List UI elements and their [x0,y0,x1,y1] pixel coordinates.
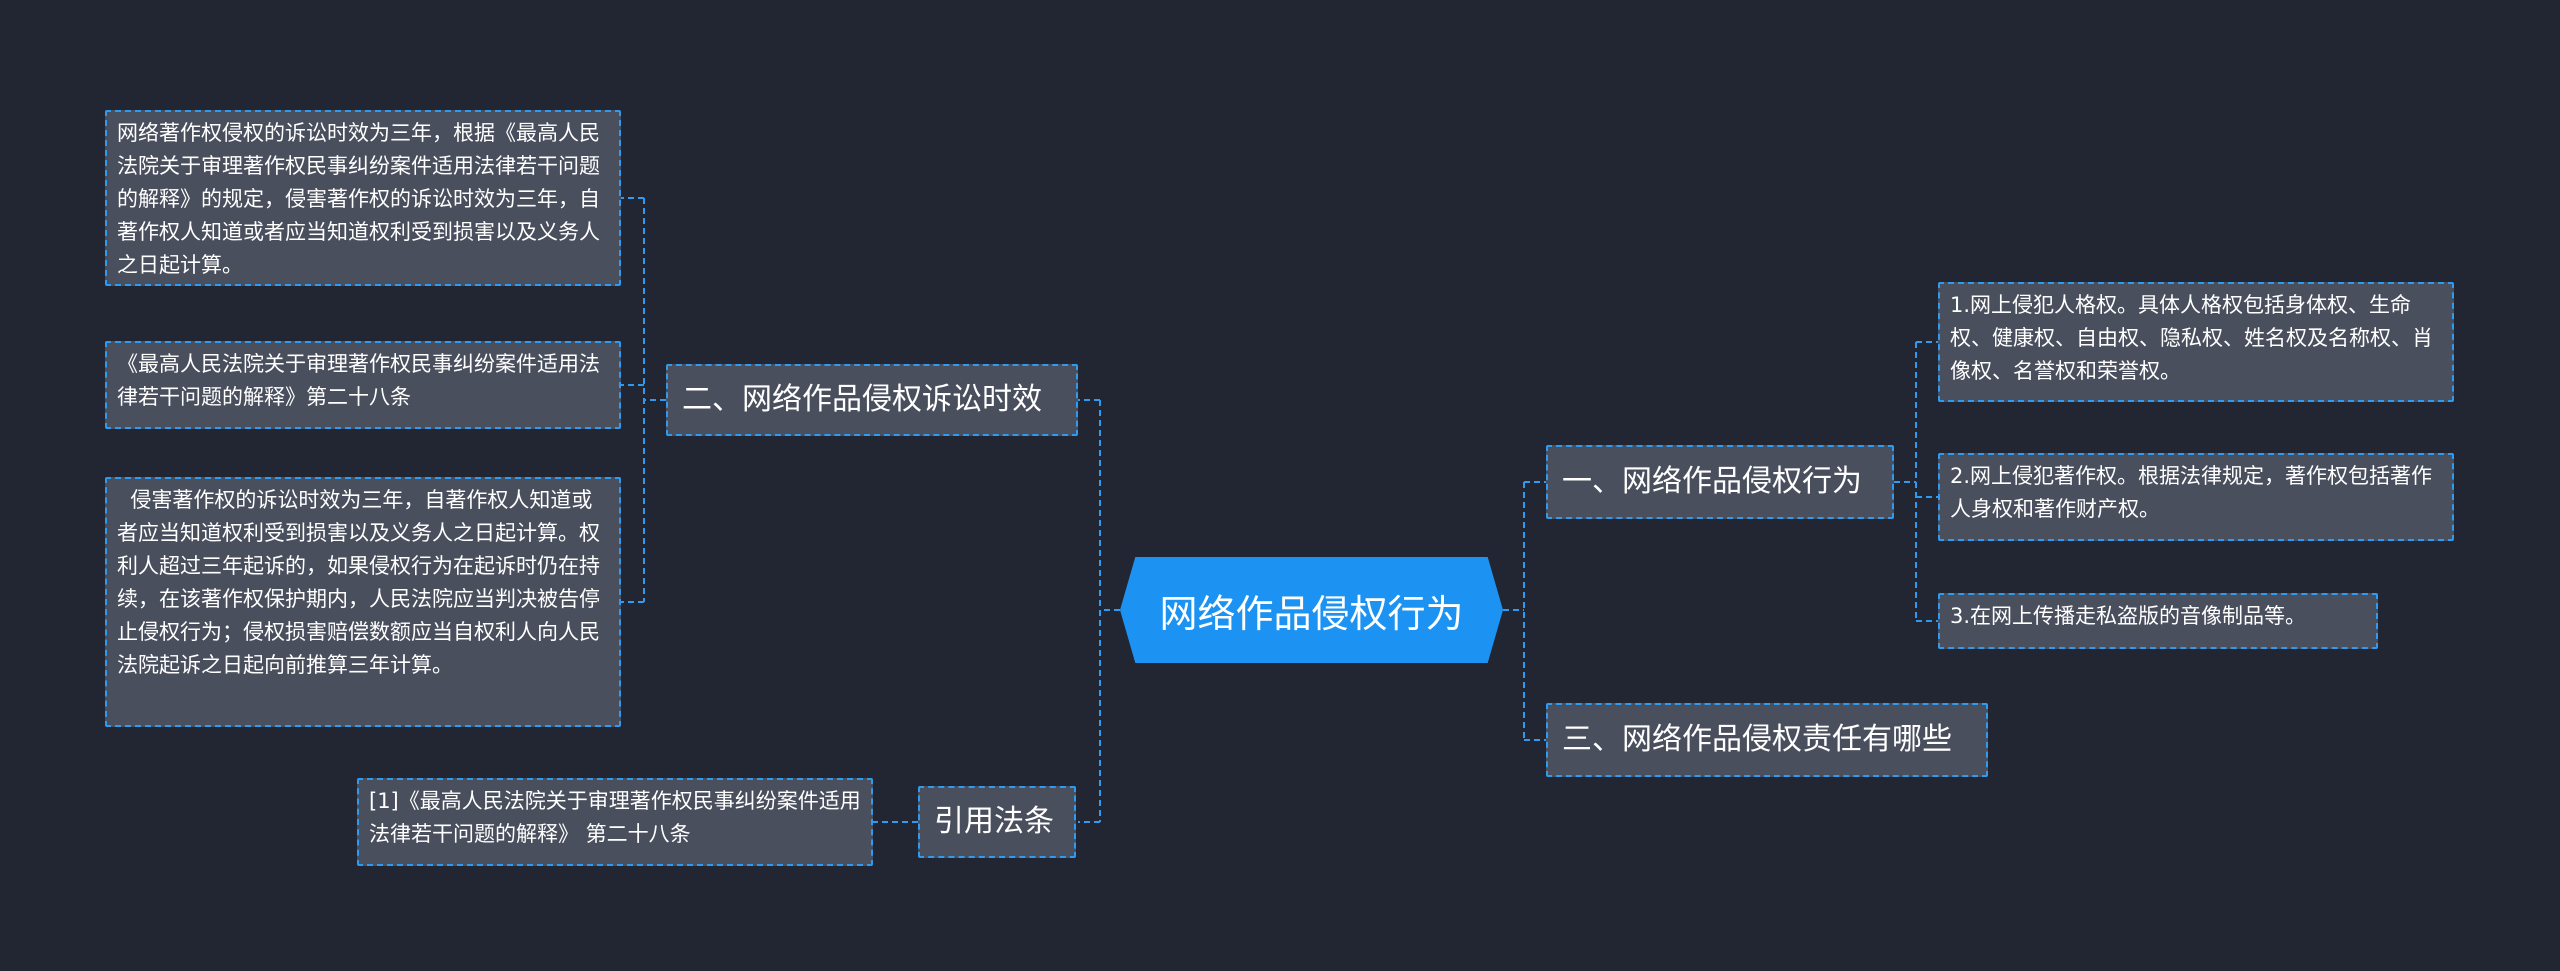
infringement-act-3[interactable]: 3.在网上传播走私盗版的音像制品等。 [1938,593,2378,649]
central-topic[interactable]: 网络作品侵权行为 [1120,557,1503,663]
infringement-act-2[interactable]: 2.网上侵犯著作权。根据法律规定，著作权包括著作人身权和著作财产权。 [1938,453,2454,541]
infringement-act-1[interactable]: 1.网上侵犯人格权。具体人格权包括身体权、生命权、健康权、自由权、隐私权、姓名权… [1938,282,2454,402]
branch-liability[interactable]: 三、网络作品侵权责任有哪些 [1546,703,1988,777]
branch-time-limit[interactable]: 二、网络作品侵权诉讼时效 [666,364,1078,436]
time-limit-detail-1[interactable]: 网络著作权侵权的诉讼时效为三年，根据《最高人民法院关于审理著作权民事纠纷案件适用… [105,110,621,286]
time-limit-detail-2[interactable]: 《最高人民法院关于审理著作权民事纠纷案件适用法律若干问题的解释》第二十八条 [105,341,621,429]
branch-infringement-acts[interactable]: 一、网络作品侵权行为 [1546,445,1894,519]
citation-detail[interactable]: [1]《最高人民法院关于审理著作权民事纠纷案件适用法律若干问题的解释》 第二十八… [357,778,873,866]
time-limit-detail-3[interactable]: 侵害著作权的诉讼时效为三年，自著作权人知道或者应当知道权利受到损害以及义务人之日… [105,477,621,727]
branch-citation[interactable]: 引用法条 [918,786,1076,858]
